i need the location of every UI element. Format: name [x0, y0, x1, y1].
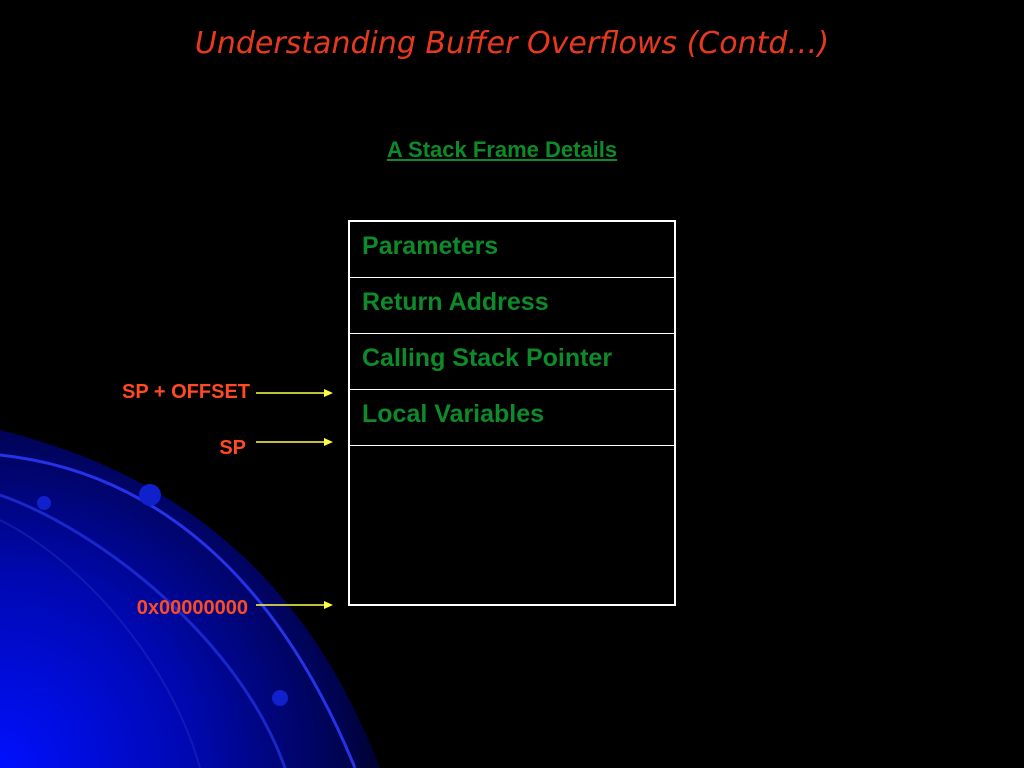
- pointer-label-sp-offset: SP + OFFSET: [122, 381, 250, 403]
- stack-row-parameters: Parameters: [348, 220, 676, 278]
- stack-cell-calling-stack-pointer: Calling Stack Pointer: [348, 333, 676, 390]
- slide-title: Understanding Buffer Overflows (Contd…): [194, 26, 830, 61]
- stack-frame-table: Parameters Return Address Calling Stack …: [348, 220, 676, 606]
- orbit-dot-1: [139, 484, 161, 506]
- pointer-label-null-address: 0x00000000: [136, 597, 248, 619]
- stack-row-free-space: [348, 445, 676, 606]
- stack-row-local-variables: Local Variables: [348, 389, 676, 446]
- orbit-arc-2: [0, 493, 287, 768]
- stack-row-calling-stack-pointer: Calling Stack Pointer: [348, 333, 676, 390]
- orbit-dot-3: [272, 690, 288, 706]
- orbit-arc-1: [0, 453, 357, 768]
- stack-row-return-address: Return Address: [348, 277, 676, 334]
- stack-cell-local-variables: Local Variables: [348, 389, 676, 446]
- diagram-heading: A Stack Frame Details: [386, 137, 618, 162]
- stack-cell-free-space: [348, 445, 676, 606]
- stack-cell-parameters: Parameters: [348, 220, 676, 278]
- stack-cell-return-address: Return Address: [348, 277, 676, 334]
- orbit-dot-2: [37, 496, 51, 510]
- pointer-label-sp: SP: [219, 437, 246, 459]
- orbit-arc-3: [0, 519, 201, 768]
- corner-glow: [0, 430, 380, 768]
